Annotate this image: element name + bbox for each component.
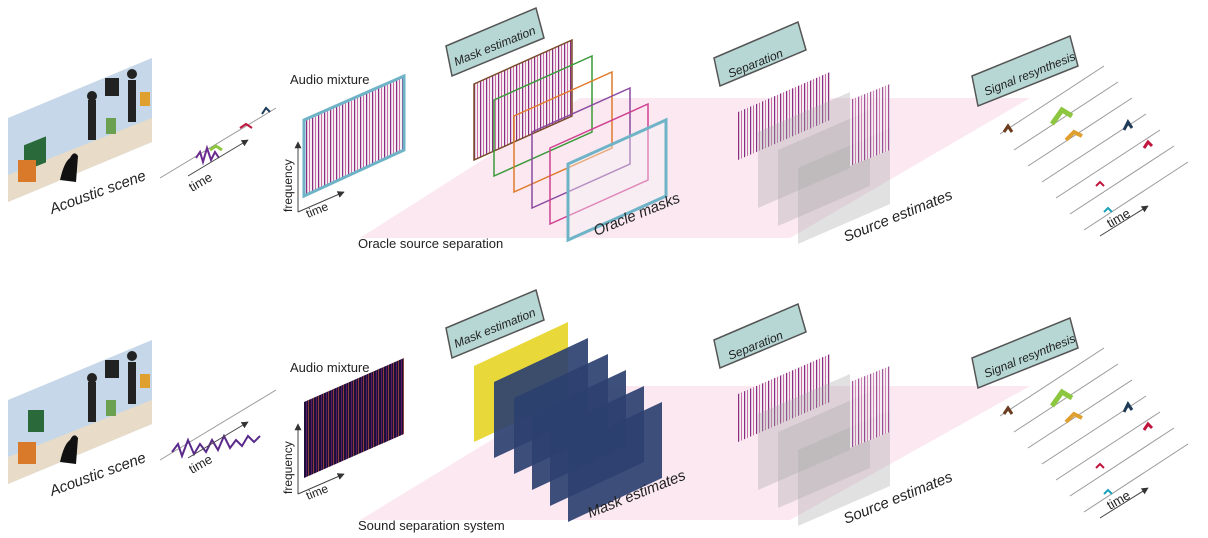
system-label: Oracle source separation [358, 236, 503, 251]
mixture-title: Audio mixture [290, 72, 369, 87]
pipeline-plane [360, 98, 1030, 238]
source-estimates-stack [738, 354, 890, 526]
mixture-xlabel: time [304, 481, 331, 503]
resynthesis-stage: Signal resynthesis [971, 316, 1079, 390]
source-estimates-stack [738, 72, 890, 244]
resynthesis-stage: Signal resynthesis [971, 34, 1079, 108]
pipeline-plane [360, 386, 1030, 520]
row-oracle: Acoustic scene time Audio mixture freque… [8, 6, 1189, 251]
mixture-waveform [159, 106, 277, 179]
mixture-title: Audio mixture [290, 360, 369, 375]
separation-stage: Separation [713, 302, 807, 370]
mixture-spectrogram [304, 358, 404, 478]
mixture-ylabel: frequency [281, 159, 295, 212]
separation-stage: Separation [713, 20, 807, 88]
acoustic-scene-illustration [8, 58, 152, 202]
mixture-ylabel: frequency [281, 441, 295, 494]
system-label: Sound separation system [358, 518, 505, 533]
masks-stack [474, 322, 662, 522]
mixture-waveform [159, 389, 277, 461]
row-system: Acoustic scene time Audio mixture freque… [8, 288, 1189, 533]
resynthesized-waveforms [999, 65, 1189, 237]
acoustic-scene-illustration [8, 340, 152, 484]
mixture-spectrogram [302, 73, 406, 199]
waveform-axis-label: time [186, 451, 215, 476]
waveform-axis-label: time [186, 169, 215, 194]
masks-stack [473, 38, 668, 243]
resynthesized-waveforms [999, 347, 1189, 519]
mixture-xlabel: time [304, 199, 331, 221]
